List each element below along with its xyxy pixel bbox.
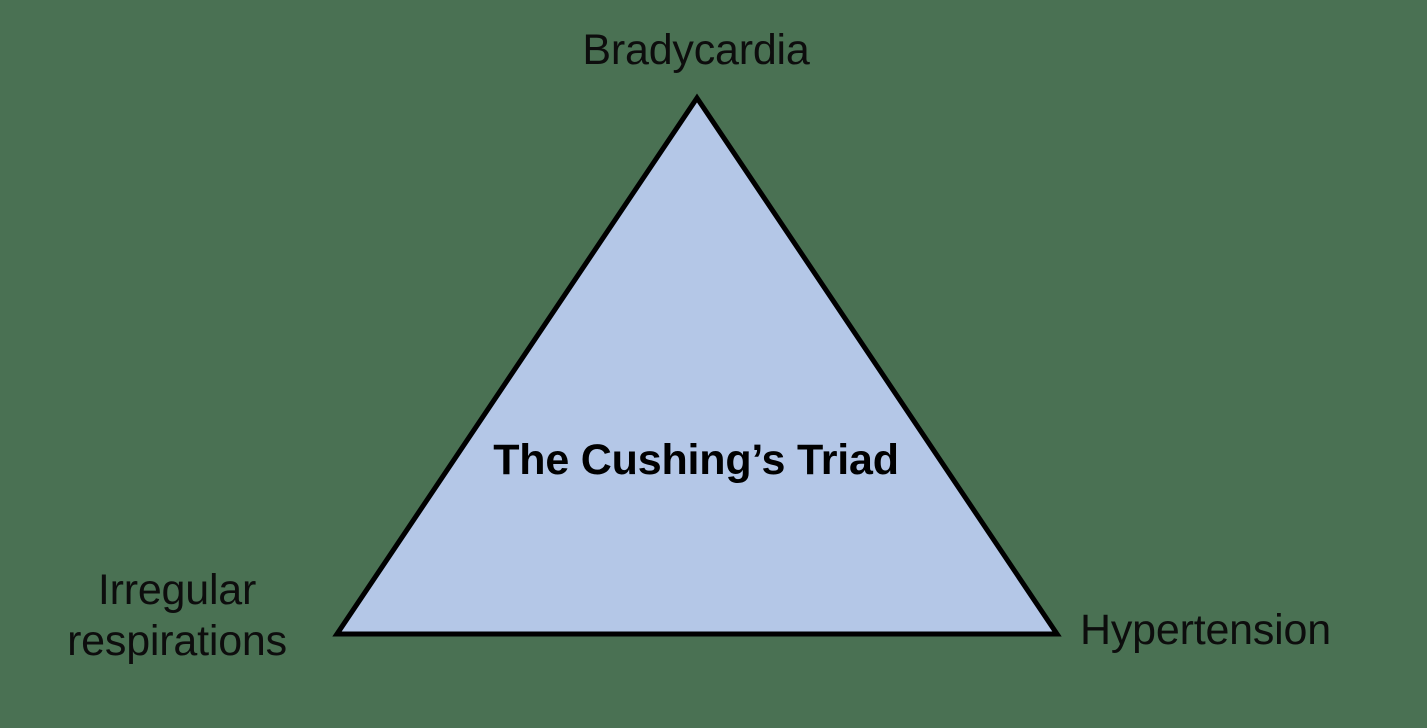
triangle-center-title: The Cushing’s Triad: [493, 436, 899, 484]
triangle-polygon: [332, 93, 1062, 637]
vertex-label-hypertension: Hypertension: [1080, 606, 1331, 654]
vertex-label-irregular-respirations: Irregular respirations: [67, 566, 287, 665]
vertex-label-bradycardia: Bradycardia: [582, 26, 810, 74]
